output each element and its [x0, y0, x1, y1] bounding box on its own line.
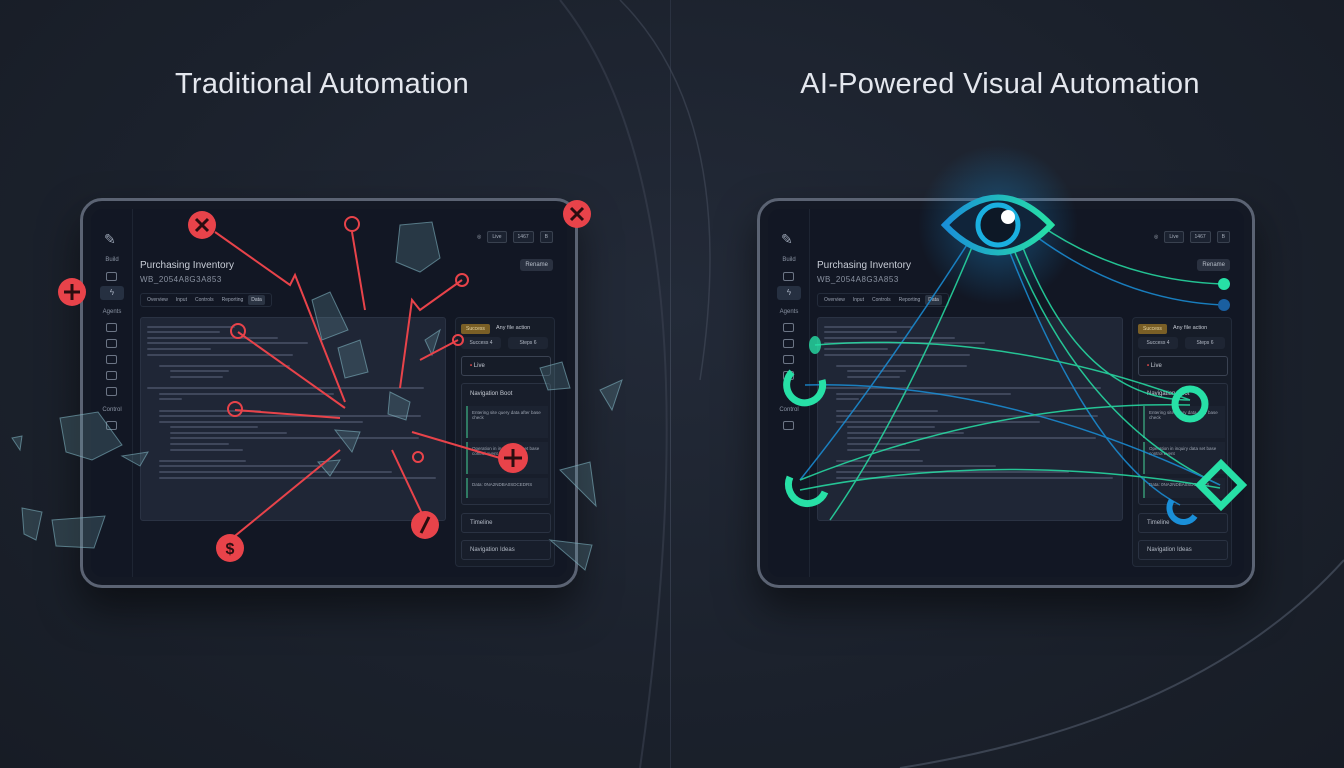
step-item[interactable]: Data: 0NA2NDBA0SDCEDRS	[1143, 478, 1225, 498]
tab-reporting[interactable]: Reporting	[898, 297, 921, 303]
action-label: Any file action	[1173, 325, 1208, 331]
bolt-icon[interactable]: ϟ	[777, 286, 801, 300]
right-device: ✎ Build ϟ Agents Control Purchasing Inve…	[757, 198, 1255, 588]
step-item[interactable]: Data: 0NA2NDBA0SDCEDRS	[466, 478, 548, 498]
code-editor[interactable]	[140, 317, 446, 521]
page-icon[interactable]	[106, 355, 117, 364]
navigation-card: Navigation Boot Entering site query data…	[1138, 383, 1228, 505]
doc-icon[interactable]	[783, 323, 794, 332]
tab-bar: Overview Input Controls Reporting Data	[140, 293, 272, 307]
card-title: Navigation Boot	[1147, 391, 1190, 397]
tab-reporting[interactable]: Reporting	[221, 297, 244, 303]
tab-input[interactable]: Input	[175, 297, 187, 303]
agent-icon[interactable]: ◎	[1153, 234, 1159, 240]
top-bar: ◎ Live 1467 B	[1154, 231, 1230, 243]
robot-icon[interactable]	[106, 272, 117, 281]
page-title: Purchasing Inventory	[140, 260, 234, 271]
top-bar: ◎ Live 1467 B	[477, 231, 553, 243]
success-chip[interactable]: Success 4	[1138, 337, 1178, 349]
doc-icon[interactable]	[106, 323, 117, 332]
page-subtitle: WB_2054A8G3A853	[140, 275, 222, 284]
step-item[interactable]: Operation in inquiry data set base contr…	[466, 442, 548, 474]
divider	[670, 0, 671, 768]
tab-overview[interactable]: Overview	[824, 297, 845, 303]
step-item[interactable]: Entering site query data after base chec…	[466, 406, 548, 438]
bag-icon[interactable]	[106, 371, 117, 380]
left-device: ✎ Build ϟ Agents Control Purchasing Inve…	[80, 198, 578, 588]
timeline-row[interactable]: Timeline	[1138, 513, 1228, 533]
right-title: AI-Powered Visual Automation	[800, 68, 1200, 100]
box-icon[interactable]	[106, 339, 117, 348]
step-item[interactable]: Operation in inquiry data set base contr…	[1143, 442, 1225, 474]
tab-input[interactable]: Input	[852, 297, 864, 303]
rename-button[interactable]: Rename	[1197, 259, 1230, 271]
count-pill: 1467	[512, 231, 534, 243]
menu-button[interactable]: B	[539, 231, 553, 243]
steps-chip[interactable]: Steps 6	[1185, 337, 1225, 349]
timeline-row[interactable]: Timeline	[461, 513, 551, 533]
page-icon[interactable]	[783, 355, 794, 364]
live-indicator: • Live	[1138, 356, 1228, 376]
tab-overview[interactable]: Overview	[147, 297, 168, 303]
bag-icon[interactable]	[783, 371, 794, 380]
app-screen: ✎ Build ϟ Agents Control Purchasing Inve…	[91, 209, 567, 577]
live-label: Live	[1150, 363, 1162, 369]
app-screen: ✎ Build ϟ Agents Control Purchasing Inve…	[768, 209, 1244, 577]
sidebar-build-label: Build	[105, 257, 119, 263]
grid-icon[interactable]	[106, 387, 117, 396]
rename-button[interactable]: Rename	[520, 259, 553, 271]
run-panel: Success Any file action Success 4 Steps …	[455, 317, 555, 567]
settings-icon[interactable]	[783, 421, 794, 430]
tab-bar: Overview Input Controls Reporting Data	[817, 293, 949, 307]
card-title: Navigation Boot	[470, 391, 513, 397]
sidebar-build-label: Build	[782, 257, 796, 263]
steps-chip[interactable]: Steps 6	[508, 337, 548, 349]
navigation-card: Navigation Boot Entering site query data…	[461, 383, 551, 505]
action-label: Any file action	[496, 325, 531, 331]
status-pill[interactable]: Live	[1164, 231, 1184, 243]
status-pill[interactable]: Live	[487, 231, 507, 243]
sidebar: ✎ Build ϟ Agents Control	[91, 209, 133, 577]
menu-button[interactable]: B	[1216, 231, 1230, 243]
page-subtitle: WB_2054A8G3A853	[817, 275, 899, 284]
sidebar-agents-label: Agents	[779, 309, 799, 315]
tab-data[interactable]: Data	[925, 295, 942, 305]
page-title: Purchasing Inventory	[817, 260, 911, 271]
count-pill: 1467	[1189, 231, 1211, 243]
agent-icon[interactable]: ◎	[476, 234, 482, 240]
sidebar: ✎ Build ϟ Agents Control	[768, 209, 810, 577]
code-editor[interactable]	[817, 317, 1123, 521]
step-item[interactable]: Entering site query data after base chec…	[1143, 406, 1225, 438]
tab-controls[interactable]: Controls	[194, 297, 214, 303]
left-title: Traditional Automation	[174, 68, 470, 100]
settings-icon[interactable]	[106, 421, 117, 430]
bolt-icon[interactable]: ϟ	[100, 286, 124, 300]
robot-icon[interactable]	[783, 272, 794, 281]
success-chip[interactable]: Success 4	[461, 337, 501, 349]
sidebar-control-label: Control	[102, 407, 122, 413]
live-label: Live	[473, 363, 485, 369]
logo-icon: ✎	[781, 231, 793, 247]
box-icon[interactable]	[783, 339, 794, 348]
navigation-ideas-row[interactable]: Navigation Ideas	[461, 540, 551, 560]
run-panel: Success Any file action Success 4 Steps …	[1132, 317, 1232, 567]
sidebar-control-label: Control	[779, 407, 799, 413]
status-badge: Success	[461, 324, 490, 334]
navigation-ideas-row[interactable]: Navigation Ideas	[1138, 540, 1228, 560]
tab-data[interactable]: Data	[248, 295, 265, 305]
sidebar-agents-label: Agents	[102, 309, 122, 315]
status-badge: Success	[1138, 324, 1167, 334]
live-indicator: • Live	[461, 356, 551, 376]
tab-controls[interactable]: Controls	[871, 297, 891, 303]
logo-icon: ✎	[104, 231, 116, 247]
